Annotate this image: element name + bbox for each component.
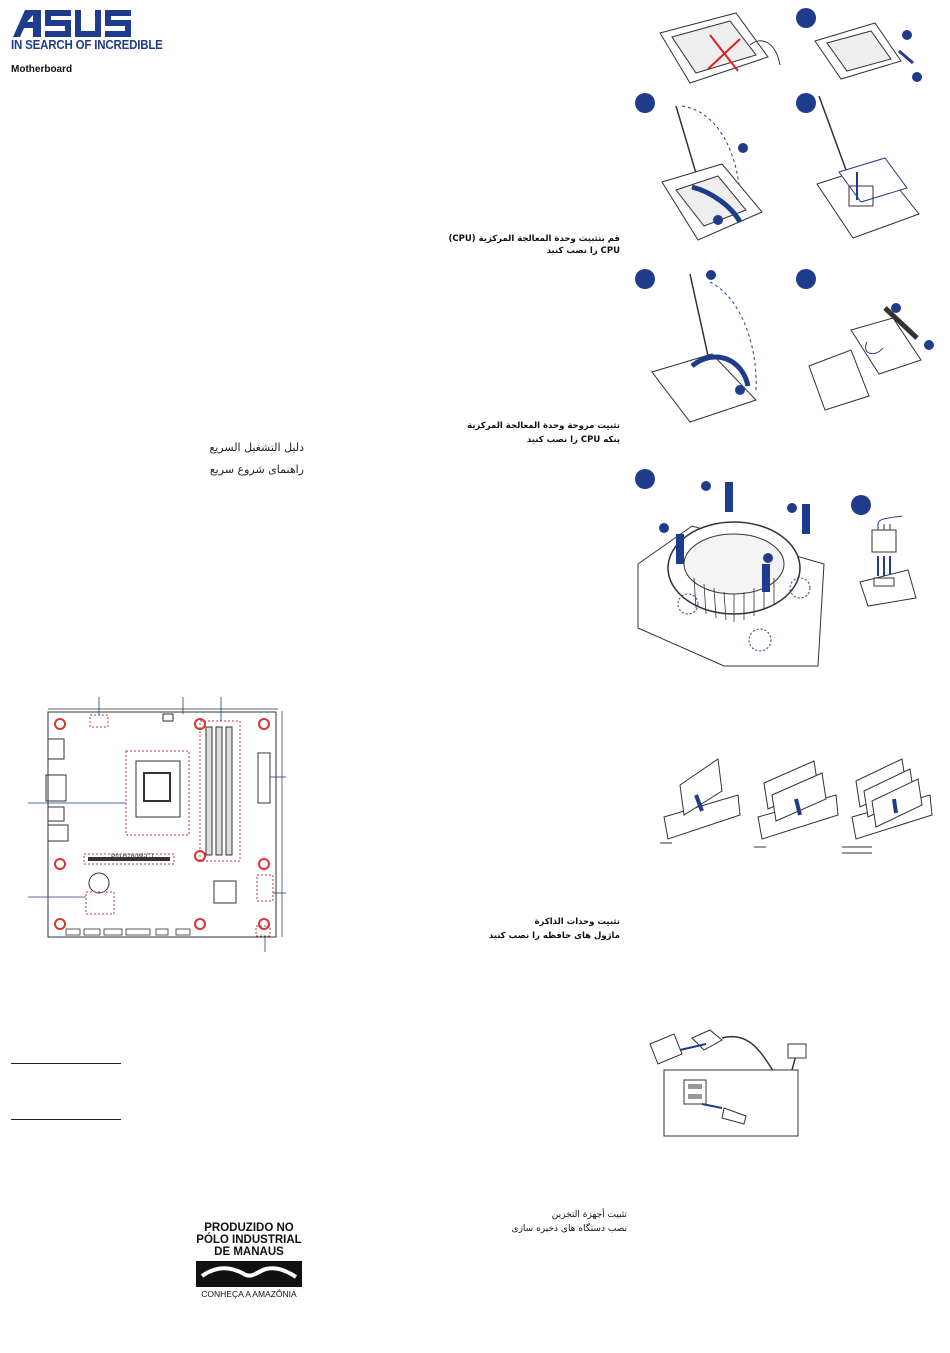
cpu-fan-install-illustration [635,469,825,667]
caption-cpu-arabic: قم بتثبيت وحدة المعالجة المركزية (CPU) [448,234,620,244]
motherboard-layout-diagram: Pro B760M-CT [28,697,286,952]
cpu-lever-close-illustration [635,269,757,423]
caption-memory-arabic: تثبيت وحدات الذاكرة [534,917,620,927]
manaus-line-1: PRODUZIDO NO [204,1222,294,1234]
storage-sata-illustration [649,1029,807,1137]
blank-line-2 [11,1119,121,1120]
cpu-socket-cover-illustration [659,12,781,84]
thermal-paste-illustration [796,269,934,411]
cpu-socket-open-illustration [796,8,922,82]
manaus-footer: CONHEÇA A AMAZÔNIA [201,1289,297,1299]
quick-start-arabic: دليل التشغيل السريع [209,441,304,454]
caption-storage-arabic: تثبيت أجهزة التخزين [551,1210,627,1220]
river-wave-icon [196,1261,302,1287]
document-subtitle: Motherboard [11,64,73,75]
memory-install-illustration [660,758,933,854]
caption-cpu-persian: CPU را نصب كنيد [546,246,620,256]
manaus-line-2: PÓLO INDUSTRIAL [196,1234,302,1246]
cpu-place-illustration [796,93,920,239]
manaus-badge: PRODUZIDO NO PÓLO INDUSTRIAL DE MANAUS C… [193,1222,305,1299]
caption-fan-arabic: تثبيت مروحة وحدة المعالجة المركزية [467,421,620,431]
brand-tagline: IN SEARCH OF INCREDIBLE [11,38,163,52]
quick-start-persian: راهنمای شروع سریع [209,463,304,476]
blank-line-1 [11,1063,121,1064]
fan-header-illustration [851,495,917,607]
caption-fan-persian: پنكه CPU را نصب كنيد [526,435,620,445]
cpu-lever-open-illustration [635,93,763,241]
caption-storage-persian: نصب دستگاه های ذخیره سازی [511,1224,627,1234]
caption-memory-persian: ماژول هاى حافظه را نصب كنيد [488,931,620,941]
manaus-line-3: DE MANAUS [214,1246,284,1258]
asus-logo [13,10,131,37]
board-model-label: Pro B760M-CT [111,853,154,860]
